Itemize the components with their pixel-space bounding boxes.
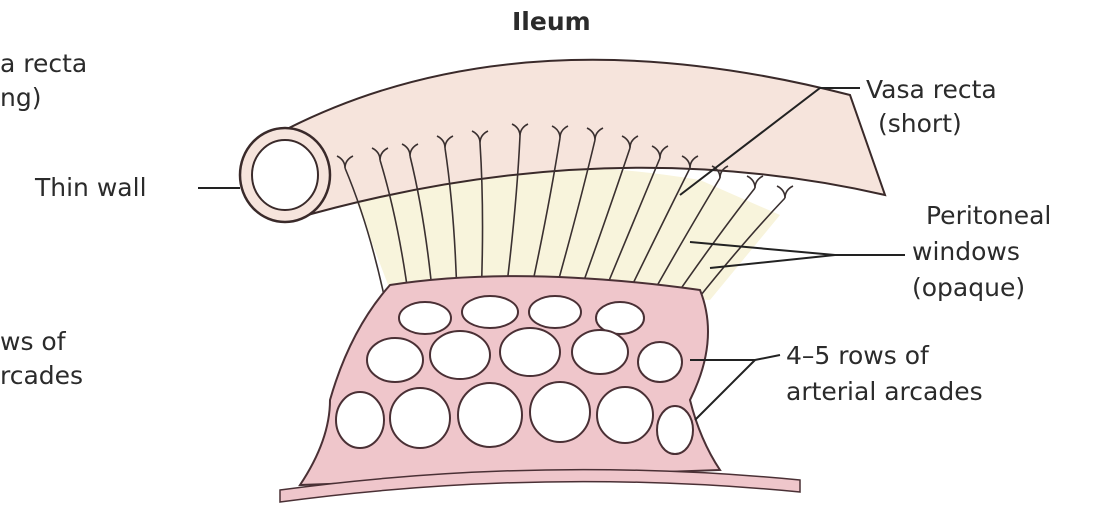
arcades-label-2: arterial arcades xyxy=(786,376,983,407)
arterial-arcades xyxy=(300,276,720,485)
left-vasa-recta-label-2: ng) xyxy=(0,82,41,113)
arcade-loop xyxy=(430,331,490,379)
arcade-loop xyxy=(367,338,423,382)
arcade-loop xyxy=(530,382,590,442)
arcade-loop xyxy=(462,296,518,328)
arcade-loop xyxy=(458,383,522,447)
arcade-loop xyxy=(597,387,653,443)
left-rows-label-1: ws of xyxy=(0,326,66,357)
diagram-title: Ileum xyxy=(512,6,591,37)
vasa-recta-fork xyxy=(777,186,793,198)
arcades-label-1: 4–5 rows of xyxy=(786,340,929,371)
peritoneal-label-2: windows xyxy=(912,236,1020,267)
arcade-loop xyxy=(529,296,581,328)
peritoneal-label-1: Peritoneal xyxy=(926,200,1051,231)
arcade-loop xyxy=(657,406,693,454)
vasa-recta-label-1: Vasa recta xyxy=(866,74,997,105)
thin-wall-label: Thin wall xyxy=(35,172,147,203)
left-vasa-recta-label-1: a recta xyxy=(0,48,87,79)
arcade-loop xyxy=(390,388,450,448)
arcade-loop xyxy=(500,328,560,376)
arcade-loop xyxy=(336,392,384,448)
ileum-lumen xyxy=(252,140,318,210)
arcade-loop xyxy=(399,302,451,334)
vasa-recta-fork xyxy=(747,176,763,188)
peritoneal-label-3: (opaque) xyxy=(912,272,1025,303)
leader-arcades-2 xyxy=(695,360,755,420)
arcade-loop xyxy=(638,342,682,382)
arcade-loop xyxy=(572,330,628,374)
left-rows-label-2: rcades xyxy=(0,360,83,391)
vasa-recta-label-2: (short) xyxy=(878,108,962,139)
